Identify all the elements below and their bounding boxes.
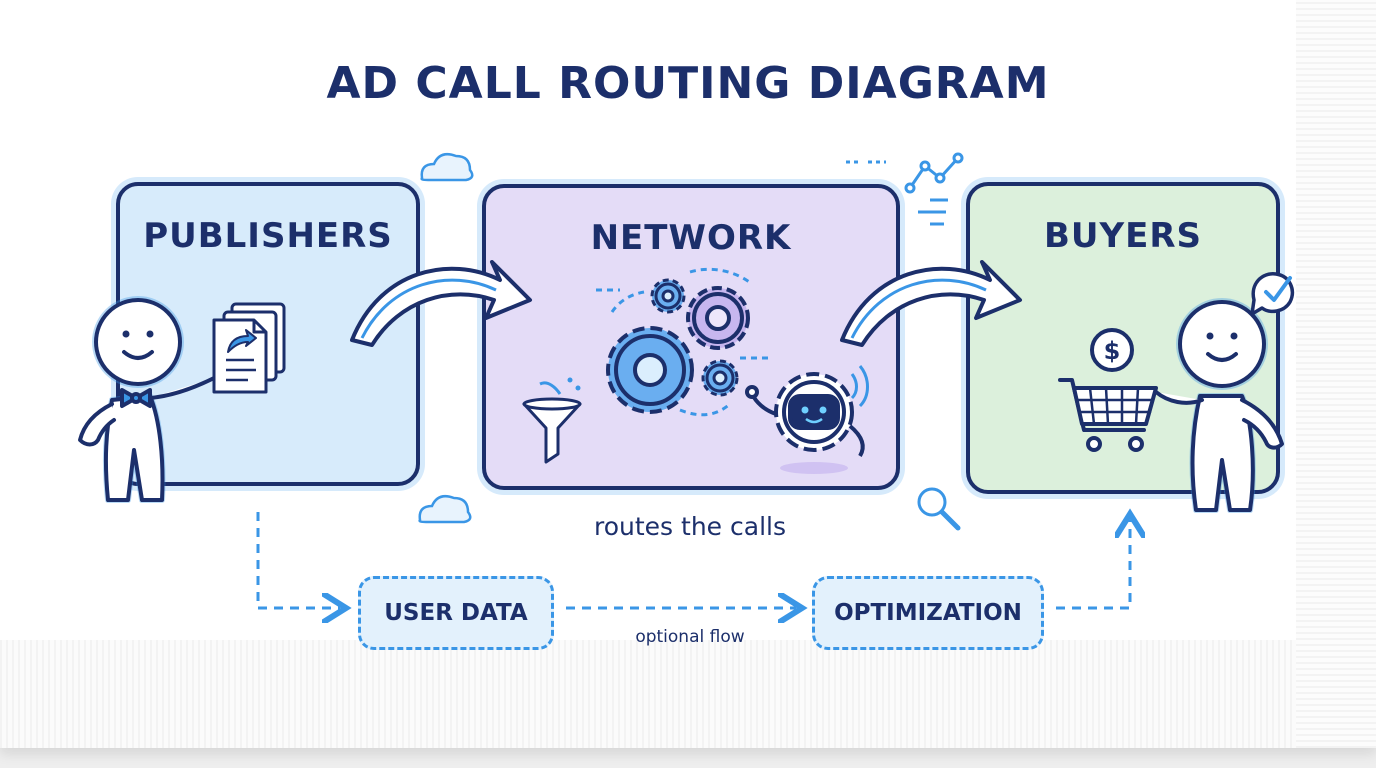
magnifier-icon	[917, 487, 961, 531]
shopping-cart-icon	[1058, 378, 1158, 452]
gear-icon	[686, 286, 750, 350]
chart-icon	[846, 152, 964, 226]
gear-icon	[650, 278, 686, 314]
checkmark-icon	[1250, 272, 1295, 316]
diagram-title: AD CALL ROUTING DIAGRAM	[326, 58, 1050, 109]
gear-motion-arrows	[596, 267, 768, 417]
dollar-icon: $	[1090, 328, 1134, 372]
cloud-icon	[418, 495, 472, 524]
napkin-emboss-bottom	[0, 640, 1376, 748]
svg-text:$: $	[1104, 337, 1121, 365]
napkin-emboss-right	[1296, 0, 1376, 748]
network-label: NETWORK	[590, 218, 792, 258]
arrow-network-to-buyers	[840, 260, 1022, 347]
optimization-step: OPTIMIZATION	[812, 576, 1044, 650]
documents-icon	[212, 302, 286, 394]
buyers-label: BUYERS	[1043, 216, 1203, 256]
cloud-icon	[420, 153, 474, 182]
stick-figure-icon	[78, 296, 216, 503]
gear-icon	[606, 326, 694, 414]
stick-figure-icon	[1154, 298, 1284, 513]
publishers-label: PUBLISHERS	[143, 216, 393, 256]
optional-flow-label: optional flow	[635, 627, 745, 647]
user-data-step: USER DATA	[358, 576, 554, 650]
gear-icon	[701, 359, 739, 397]
funnel-icon	[522, 377, 582, 464]
arrow-publishers-to-network	[350, 260, 532, 347]
optional-flow-lines	[256, 512, 1130, 608]
network-caption: routes the calls	[594, 512, 786, 541]
robot-icon	[745, 365, 869, 474]
